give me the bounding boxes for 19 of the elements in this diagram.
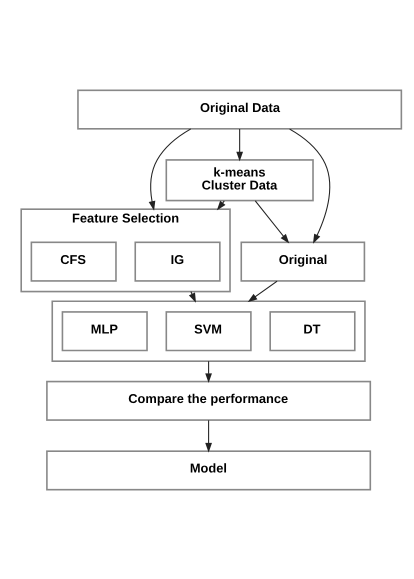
node-box: Original Data: [77, 88, 402, 130]
node-box: DT: [269, 310, 356, 351]
arrow: [205, 420, 212, 452]
cluster: [51, 300, 366, 362]
arrow: [205, 360, 212, 382]
node-box: MLP: [62, 310, 148, 351]
node-box: Model: [46, 450, 372, 490]
arrow: [248, 280, 278, 302]
node-box: k-means Cluster Data: [166, 158, 314, 201]
arrow: [254, 200, 290, 244]
node-box: SVM: [166, 310, 252, 351]
arrow: [148, 128, 192, 210]
node-box: IG: [134, 241, 221, 282]
node-box: CFS: [30, 241, 117, 282]
arrow: [236, 128, 244, 161]
node-box: Compare the performance: [46, 380, 372, 420]
arrow: [216, 200, 226, 210]
arrow: [289, 128, 330, 244]
node-box: Original: [240, 241, 366, 282]
